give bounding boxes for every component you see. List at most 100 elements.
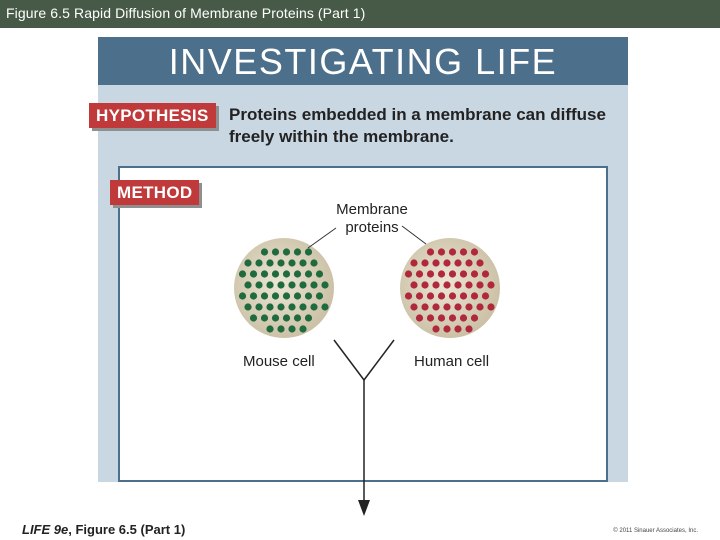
hypothesis-text: Proteins embedded in a membrane can diff…: [229, 105, 606, 146]
mouse-protein-53: [299, 325, 307, 333]
mouse-protein-14: [260, 270, 269, 278]
human-protein-24: [454, 281, 462, 289]
human-protein-15: [437, 270, 446, 278]
human-protein-50: [432, 325, 440, 333]
human-protein-12: [404, 270, 413, 278]
human-protein-11: [476, 259, 484, 267]
mouse-cell-label: Mouse cell: [243, 353, 315, 370]
human-protein-16: [448, 270, 457, 278]
human-protein-51: [443, 325, 451, 333]
human-protein-21: [421, 281, 429, 289]
human-protein-25: [465, 281, 473, 289]
human-protein-3: [459, 248, 468, 256]
membrane-proteins-pointer-right: [401, 225, 427, 245]
human-protein-37: [421, 303, 429, 311]
mouse-protein-11: [310, 259, 318, 267]
human-protein-9: [454, 259, 462, 267]
membrane-proteins-label: Membrane proteins: [330, 201, 414, 237]
human-protein-23: [443, 281, 451, 289]
figure-citation: LIFE 9e, Figure 6.5 (Part 1): [22, 522, 185, 537]
mouse-protein-8: [277, 259, 285, 267]
human-protein-26: [476, 281, 484, 289]
mouse-protein-30: [260, 292, 269, 300]
mouse-protein-32: [282, 292, 291, 300]
human-protein-32: [448, 292, 457, 300]
human-protein-46: [437, 314, 446, 322]
human-protein-28: [404, 292, 413, 300]
human-protein-1: [437, 248, 446, 256]
mouse-protein-20: [244, 281, 252, 289]
fusion-arrow-right: [363, 339, 395, 381]
mouse-protein-35: [315, 292, 324, 300]
mouse-protein-43: [321, 303, 329, 311]
human-protein-38: [432, 303, 440, 311]
mouse-protein-40: [288, 303, 296, 311]
human-protein-36: [410, 303, 418, 311]
book-title: LIFE 9e: [22, 522, 69, 537]
fusion-arrow-left: [333, 339, 365, 381]
mouse-protein-42: [310, 303, 318, 311]
slide-title: Figure 6.5 Rapid Diffusion of Membrane P…: [6, 5, 366, 21]
human-protein-5: [410, 259, 418, 267]
mouse-protein-2: [282, 248, 291, 256]
mouse-protein-0: [260, 248, 269, 256]
mouse-protein-28: [238, 292, 247, 300]
mouse-protein-37: [255, 303, 263, 311]
mouse-protein-19: [315, 270, 324, 278]
method-box: [118, 166, 608, 482]
mouse-protein-47: [282, 314, 291, 322]
hypothesis-tag: HYPOTHESIS: [89, 103, 216, 128]
mouse-protein-36: [244, 303, 252, 311]
panel-title: INVESTIGATING LIFE: [168, 41, 558, 82]
human-protein-7: [432, 259, 440, 267]
human-protein-18: [470, 270, 479, 278]
human-protein-2: [448, 248, 457, 256]
mouse-protein-45: [260, 314, 269, 322]
mouse-protein-31: [271, 292, 280, 300]
mouse-protein-10: [299, 259, 307, 267]
human-protein-39: [443, 303, 451, 311]
mouse-protein-16: [282, 270, 291, 278]
human-protein-43: [487, 303, 495, 311]
copyright: © 2011 Sinauer Associates, Inc.: [613, 528, 698, 534]
mouse-protein-4: [304, 248, 313, 256]
mouse-protein-34: [304, 292, 313, 300]
human-protein-4: [470, 248, 479, 256]
human-protein-17: [459, 270, 468, 278]
mouse-protein-27: [321, 281, 329, 289]
mouse-protein-7: [266, 259, 274, 267]
human-protein-48: [459, 314, 468, 322]
mouse-protein-48: [293, 314, 302, 322]
mouse-protein-52: [288, 325, 296, 333]
human-protein-52: [454, 325, 462, 333]
human-protein-10: [465, 259, 473, 267]
human-protein-34: [470, 292, 479, 300]
mouse-protein-15: [271, 270, 280, 278]
human-protein-6: [421, 259, 429, 267]
human-protein-40: [454, 303, 462, 311]
panel-header: INVESTIGATING LIFE: [98, 37, 628, 85]
mouse-protein-51: [277, 325, 285, 333]
mouse-cell-proteins: [238, 248, 329, 333]
mouse-protein-21: [255, 281, 263, 289]
human-protein-20: [410, 281, 418, 289]
human-protein-27: [487, 281, 495, 289]
human-cell-proteins: [404, 248, 495, 333]
human-protein-22: [432, 281, 440, 289]
human-protein-13: [415, 270, 424, 278]
membrane-proteins-label-line1: Membrane: [336, 201, 408, 218]
human-protein-47: [448, 314, 457, 322]
human-protein-45: [426, 314, 435, 322]
human-protein-29: [415, 292, 424, 300]
mouse-protein-41: [299, 303, 307, 311]
method-tag: METHOD: [110, 180, 200, 205]
mouse-protein-26: [310, 281, 318, 289]
human-protein-35: [481, 292, 490, 300]
human-protein-41: [465, 303, 473, 311]
human-protein-33: [459, 292, 468, 300]
mouse-protein-23: [277, 281, 285, 289]
mouse-protein-38: [266, 303, 274, 311]
mouse-protein-22: [266, 281, 274, 289]
mouse-protein-39: [277, 303, 285, 311]
mouse-protein-49: [304, 314, 313, 322]
